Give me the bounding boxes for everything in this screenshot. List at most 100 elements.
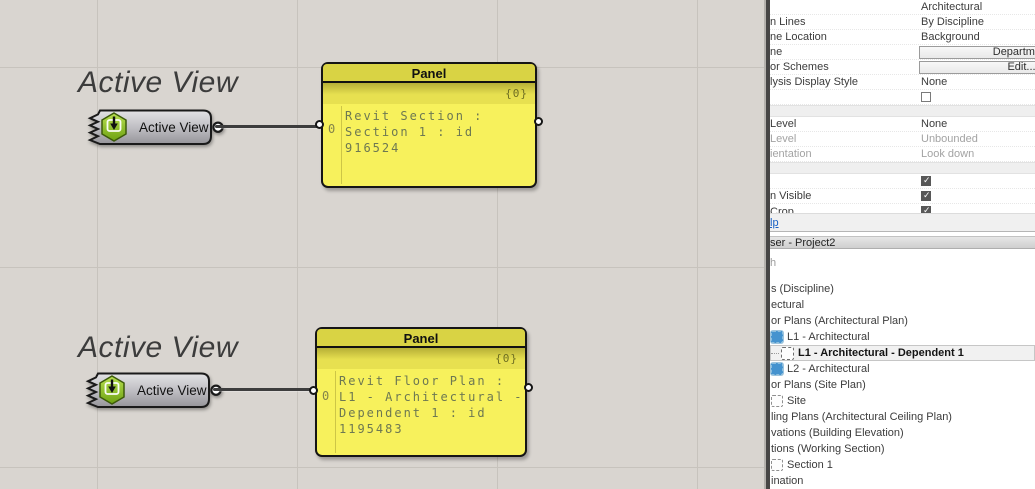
- tree-item[interactable]: s (Discipline): [770, 281, 1035, 297]
- tree-connector: [771, 352, 779, 354]
- tree-item[interactable]: ling Plans (Architectural Ceiling Plan): [770, 409, 1035, 425]
- tree-item-label: vations (Building Elevation): [771, 427, 904, 439]
- panel-content[interactable]: Revit Section : Section 1 : id 916524: [325, 106, 533, 184]
- property-value[interactable]: By Discipline: [921, 16, 984, 28]
- active-view-component[interactable]: Active View: [82, 371, 224, 411]
- tree-item[interactable]: Section 1: [770, 457, 1035, 473]
- property-label: ientation: [770, 148, 812, 160]
- panel-gutter-line: [341, 106, 342, 184]
- tree-item[interactable]: vations (Building Elevation): [770, 425, 1035, 441]
- property-button[interactable]: Edit...: [919, 61, 1035, 74]
- property-value[interactable]: Look down: [921, 148, 975, 160]
- panel-title[interactable]: Panel: [317, 329, 525, 348]
- property-checkbox[interactable]: [921, 92, 931, 102]
- property-row: ne Location Background: [770, 30, 1035, 45]
- property-label: Crop: [770, 206, 794, 213]
- tree-item[interactable]: or Plans (Architectural Plan): [770, 313, 1035, 329]
- pane-splitter[interactable]: [764, 0, 770, 489]
- floor-plan-icon: [771, 331, 783, 343]
- panel-text-line: 1195483: [339, 422, 404, 436]
- tree-item[interactable]: or Plans (Site Plan): [770, 377, 1035, 393]
- tree-item-label: tions (Working Section): [771, 443, 885, 455]
- panel-content[interactable]: Revit Floor Plan : L1 - Architectural - …: [319, 371, 523, 453]
- tree-item-label: ination: [771, 475, 804, 487]
- tree-item-label: or Plans (Site Plan): [771, 379, 866, 391]
- tree-item-label: L1 - Architectural - Dependent 1: [798, 347, 964, 359]
- gh-panel[interactable]: Panel {0} Revit Section : Section 1 : id…: [315, 62, 543, 188]
- input-port[interactable]: [309, 386, 318, 395]
- grasshopper-canvas[interactable]: Active View Active View: [0, 0, 766, 489]
- tree-item[interactable]: L2 - Architectural: [770, 361, 1035, 377]
- tree-item[interactable]: ectural: [770, 297, 1035, 313]
- component-label: Active View: [139, 120, 209, 135]
- property-label: Level: [770, 118, 797, 130]
- group-label: Active View: [78, 331, 239, 364]
- panel-title[interactable]: Panel: [323, 64, 535, 83]
- tree-item-label: Section 1: [787, 459, 833, 471]
- output-port[interactable]: [524, 383, 533, 392]
- panel-text-line: L1 - Architectural -: [339, 390, 523, 404]
- wire: [213, 388, 319, 391]
- tree-item[interactable]: L1 - Architectural - Dependent 1: [770, 345, 1035, 361]
- revit-pane: Architectural n Lines By Discipline ne Loca…: [770, 0, 1035, 489]
- property-label: or Schemes: [770, 61, 829, 73]
- property-row: ne Department: [770, 45, 1035, 60]
- output-port[interactable]: [534, 117, 543, 126]
- gh-panel[interactable]: Panel {0} Revit Floor Plan : L1 - Archit…: [309, 327, 533, 457]
- property-row: [770, 174, 1035, 189]
- property-value[interactable]: None: [921, 118, 948, 130]
- panel-text-line: 916524: [345, 141, 401, 155]
- property-row: n Visible: [770, 189, 1035, 204]
- panel-text-line: Dependent 1 : id: [339, 406, 487, 420]
- property-label: ne Location: [770, 31, 827, 43]
- browser-search-input[interactable]: h: [770, 257, 777, 269]
- tree-item-label: ectural: [771, 299, 805, 311]
- property-row: or Schemes Edit...: [770, 60, 1035, 75]
- property-value[interactable]: Architectural: [921, 1, 983, 13]
- property-label: lysis Display Style: [770, 76, 859, 88]
- tree-item[interactable]: tions (Working Section): [770, 441, 1035, 457]
- tree-item-label: L1 - Architectural: [787, 331, 870, 343]
- property-row: n Lines By Discipline: [770, 15, 1035, 30]
- property-checkbox[interactable]: [921, 175, 931, 186]
- project-browser-tree: s (Discipline) ectural or Plans (Architect…: [770, 281, 1035, 489]
- input-port[interactable]: [315, 120, 324, 129]
- property-row: Level Unbounded: [770, 132, 1035, 147]
- property-button[interactable]: Department: [919, 46, 1035, 59]
- tree-item-label: ling Plans (Architectural Ceiling Plan): [771, 411, 952, 423]
- property-value[interactable]: Unbounded: [921, 133, 978, 145]
- property-value[interactable]: Background: [921, 31, 980, 43]
- data-path-badge: {0}: [495, 352, 518, 365]
- panel-gutter-line: [335, 371, 336, 453]
- view-icon: [771, 459, 783, 471]
- view-icon: [771, 395, 783, 407]
- project-browser-titlebar: ser - Project2: [770, 236, 1035, 249]
- component-label: Active View: [137, 383, 207, 398]
- property-label: n Lines: [770, 16, 806, 28]
- group-separator: [770, 105, 1035, 117]
- active-view-icon: [99, 375, 125, 405]
- group-label: Active View: [78, 66, 239, 99]
- tree-item[interactable]: L1 - Architectural: [770, 329, 1035, 345]
- tree-item[interactable]: ination: [770, 473, 1035, 489]
- property-checkbox[interactable]: [921, 205, 931, 213]
- active-view-component[interactable]: Active View: [84, 108, 226, 148]
- panel-text-line: Section 1 : id: [345, 125, 475, 139]
- property-label: ne: [770, 46, 783, 58]
- input-index-label: 0: [322, 389, 330, 403]
- properties-footer: lp: [770, 213, 1035, 232]
- tree-item[interactable]: Site: [770, 393, 1035, 409]
- property-checkbox[interactable]: [921, 190, 931, 201]
- panel-path-band: {0}: [323, 83, 535, 104]
- wire: [215, 125, 323, 128]
- group-separator: [770, 162, 1035, 174]
- property-label: Level: [770, 133, 797, 145]
- property-row: [770, 90, 1035, 105]
- property-value[interactable]: None: [921, 76, 948, 88]
- tree-item-label: or Plans (Architectural Plan): [771, 315, 908, 327]
- view-icon: [781, 346, 794, 360]
- properties-help-link[interactable]: lp: [770, 217, 779, 229]
- property-row: lysis Display Style None: [770, 75, 1035, 90]
- tree-item-label: L2 - Architectural: [787, 363, 870, 375]
- floor-plan-icon: [771, 363, 783, 375]
